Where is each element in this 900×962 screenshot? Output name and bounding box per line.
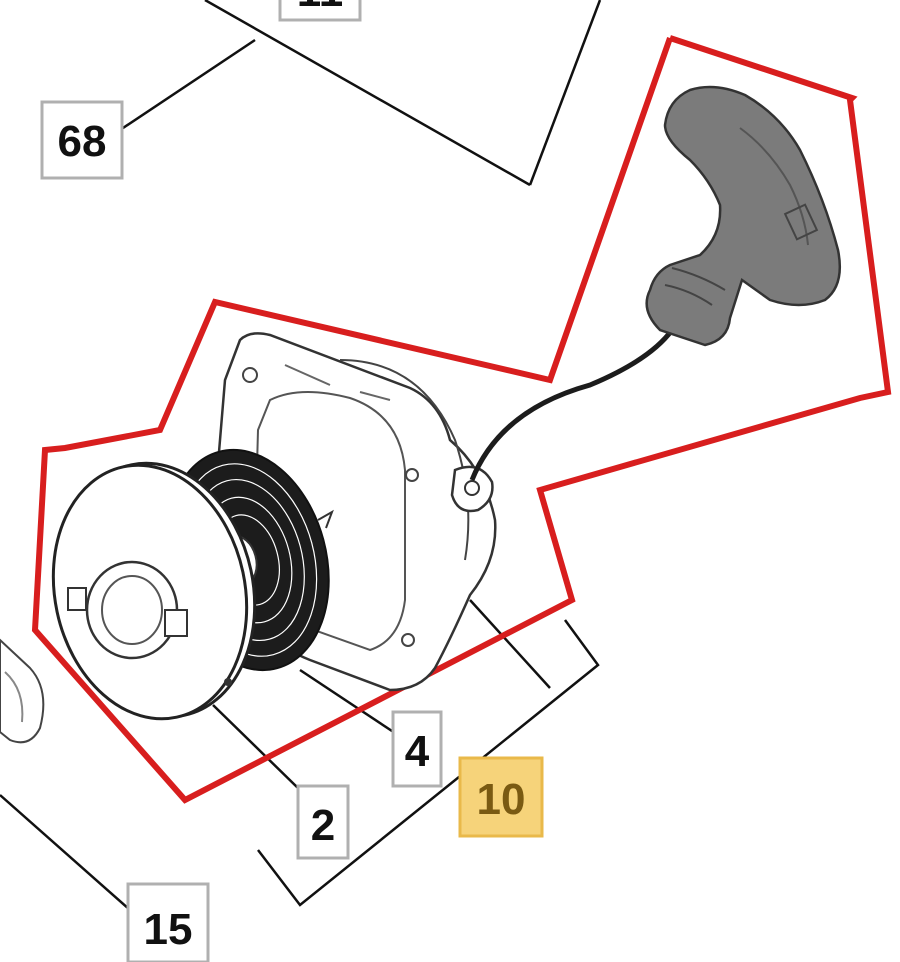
callout-4-label: 4 (405, 727, 430, 776)
callout-10-label: 10 (477, 775, 526, 824)
callout-68-label: 68 (58, 117, 107, 166)
starter-rope (469, 328, 675, 481)
leader-lines (0, 0, 602, 911)
starter-handle (645, 85, 842, 347)
callout-top-partial-label: 11 (297, 0, 344, 16)
callout-68: 68 (40, 100, 124, 180)
callout-4: 4 (391, 710, 443, 788)
callout-15-label: 15 (144, 905, 193, 954)
callout-15: 15 (126, 882, 210, 962)
assembly-outline (31, 35, 892, 804)
callout-top-partial: 11 (278, 0, 362, 22)
rope-pulley (51, 461, 257, 721)
callout-10: 10 (458, 756, 544, 838)
callout-2-label: 2 (311, 801, 335, 850)
callout-2: 2 (296, 784, 350, 860)
adjacent-part (0, 638, 45, 744)
